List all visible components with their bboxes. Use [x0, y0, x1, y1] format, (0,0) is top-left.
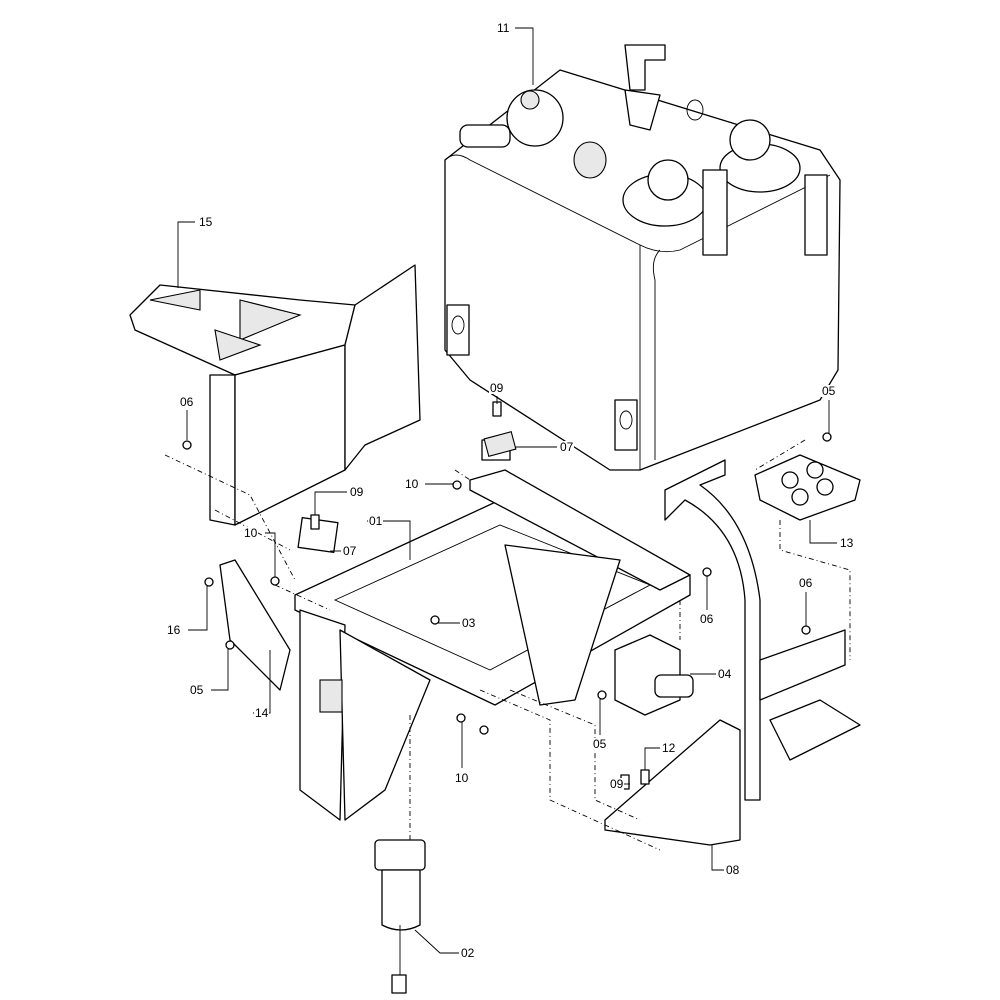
callout-label-09: 09 [489, 381, 505, 395]
manifold-13 [754, 454, 861, 521]
callout-label-05: 05 [592, 737, 608, 751]
callout-label-06: 06 [179, 395, 195, 409]
callout-label-13: 13 [839, 536, 855, 550]
callout-label-07: 07 [342, 544, 358, 558]
assembly-lines [164, 439, 851, 851]
hydraulic-tank [444, 44, 841, 471]
plate-14 [219, 559, 291, 691]
support-08 [604, 459, 861, 846]
valve-04 [614, 634, 694, 716]
callout-label-14: 14 [254, 706, 270, 720]
callout-label-08: 08 [725, 863, 741, 877]
callout-label-05: 05 [189, 683, 205, 697]
callout-label-11: 11 [496, 21, 511, 35]
callout-label-06: 06 [699, 612, 715, 626]
callout-label-16: 16 [166, 623, 182, 637]
callout-label-12: 12 [661, 741, 677, 755]
callout-label-10: 10 [454, 771, 470, 785]
fasteners [182, 401, 832, 790]
bracket-15 [129, 264, 421, 526]
filter-02 [374, 839, 426, 994]
callout-label-10: 10 [243, 526, 259, 540]
callout-label-02: 02 [460, 946, 476, 960]
leader-lines [177, 27, 837, 954]
callout-label-01: 01 [368, 514, 384, 528]
callout-label-06: 06 [798, 576, 814, 590]
callout-label-10: 10 [404, 477, 420, 491]
callout-label-09: 09 [349, 485, 365, 499]
callout-label-09: 09 [609, 777, 625, 791]
callout-label-05: 05 [821, 384, 837, 398]
callout-label-07: 07 [559, 440, 575, 454]
callout-label-04: 04 [717, 667, 733, 681]
callout-label-15: 15 [198, 215, 214, 229]
callout-label-03: 03 [461, 616, 477, 630]
